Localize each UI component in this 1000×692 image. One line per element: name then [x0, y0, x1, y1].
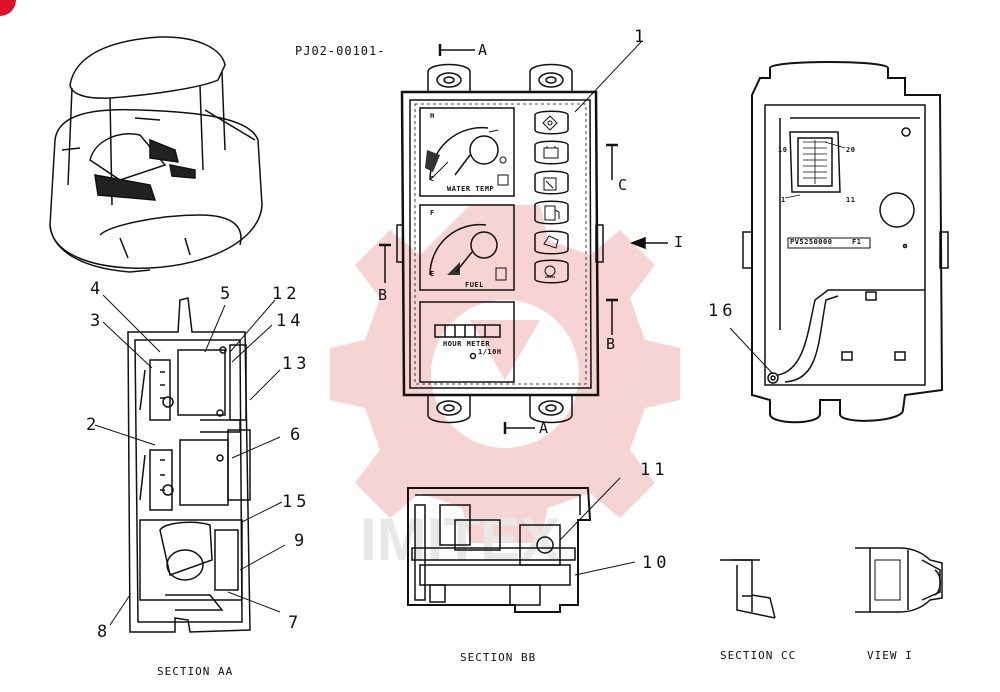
hour-unit-label: 1/10H: [478, 348, 502, 356]
section-markers: [379, 41, 668, 434]
gauge-c-label: C: [430, 175, 435, 183]
part-number: PJ02-00101-: [295, 44, 386, 58]
section-mark-b-left: B: [378, 286, 388, 304]
caption-section-cc: SECTION CC: [720, 649, 797, 662]
callout-4: 4: [90, 279, 101, 299]
caption-section-bb: SECTION BB: [460, 651, 537, 664]
section-mark-i: I: [674, 233, 684, 251]
watermark-text: IMITEX: [360, 506, 560, 573]
section-mark-c: C: [618, 176, 628, 194]
callout-2: 2: [86, 415, 97, 435]
caption-section-aa: SECTION AA: [157, 665, 234, 678]
section-mark-a-bottom: A: [539, 419, 549, 437]
gauge-f-label: F: [430, 209, 435, 217]
callout-3: 3: [90, 311, 101, 331]
hour-meter-label: HOUR METER: [443, 340, 491, 348]
section-mark-a-top: A: [478, 41, 488, 59]
callout-16: 16: [708, 301, 737, 321]
callout-12: 12: [272, 284, 301, 304]
callout-15: 15: [282, 492, 311, 512]
callout-1: 1: [634, 27, 645, 47]
callout-10: 10: [642, 553, 671, 573]
watermark-gear-icon: [330, 205, 680, 543]
view-i-drawing: [855, 547, 943, 613]
corner-badge-icon: [0, 0, 16, 16]
callout-11: 11: [640, 460, 669, 480]
callout-5: 5: [220, 284, 231, 304]
section-aa-leaders: [94, 294, 286, 626]
section-bb-drawing: [407, 477, 636, 613]
connector-pin-11-label: 11: [846, 196, 856, 204]
excavator-illustration: [49, 36, 263, 273]
caption-view-i: VIEW I: [867, 649, 913, 662]
monitor-panel-back: [729, 61, 949, 424]
connector-pin-20-label: 20: [846, 146, 856, 154]
fuel-label: FUEL: [465, 281, 484, 289]
serial-tag: PV5250000: [790, 238, 833, 246]
callout-7: 7: [288, 613, 299, 633]
connector-pin-10-label: 10: [778, 146, 788, 154]
callout-13: 13: [282, 354, 311, 374]
section-aa-drawing: [127, 297, 251, 633]
connector-pin-1-label: 1: [781, 196, 786, 204]
water-temp-label: WATER TEMP: [447, 185, 495, 193]
gauge-h-label: H: [430, 112, 435, 120]
callout-9: 9: [294, 531, 305, 551]
section-cc-drawing: [720, 559, 776, 619]
serial-tag-suffix: F1: [852, 238, 862, 246]
callout-8: 8: [97, 622, 108, 642]
callout-14: 14: [276, 311, 305, 331]
monitor-panel-front: [396, 63, 604, 424]
callout-6: 6: [290, 425, 301, 445]
gauge-e-label: E: [430, 270, 435, 278]
section-mark-b-right: B: [606, 335, 616, 353]
